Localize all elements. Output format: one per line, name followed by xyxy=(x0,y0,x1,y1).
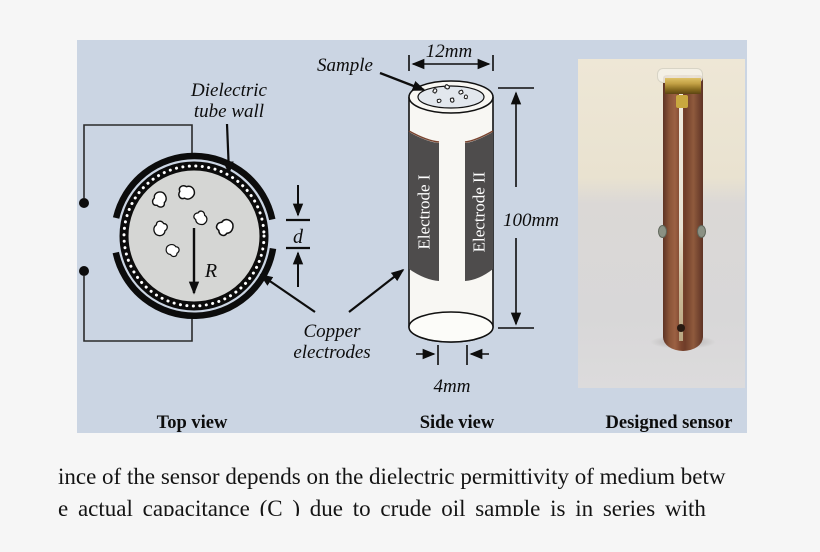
bottom-diameter-label: 4mm xyxy=(434,376,471,397)
tube-bottom-hole xyxy=(677,324,685,332)
figure-panel: R d Dielectric tube wall Copper electrod… xyxy=(77,40,747,433)
sensor-photo xyxy=(578,59,745,388)
tube-clip-right xyxy=(697,225,706,238)
top-diameter-label: 12mm xyxy=(426,41,472,62)
electrode-top-hairline xyxy=(408,130,494,143)
brass-connector xyxy=(676,95,688,108)
tube-slit xyxy=(679,89,683,341)
copper-label-line1: Copper xyxy=(304,321,362,342)
electrode-band-1 xyxy=(409,132,439,281)
copper-tube xyxy=(663,75,703,351)
body-text-line1: ince of the sensor depends on the dielec… xyxy=(58,464,726,489)
dielectric-leader-arrow xyxy=(223,123,234,175)
terminal-dot-bottom xyxy=(79,266,89,276)
electrode-2-label: Electrode II xyxy=(470,171,489,252)
side-view-caption: Side view xyxy=(420,413,495,433)
wire-top-electrode xyxy=(83,124,193,198)
dielectric-label-line2: tube wall xyxy=(194,101,264,122)
top-diameter-dimension: 12mm xyxy=(408,41,494,71)
copper-label-line2: electrodes xyxy=(293,342,370,363)
copper-electrode-arc-top xyxy=(112,152,276,221)
cylinder-top-opening xyxy=(417,85,485,109)
cylinder-bottom-face xyxy=(408,311,494,343)
figure-diagram: R d Dielectric tube wall Copper electrod… xyxy=(79,41,733,433)
designed-sensor-caption: Designed sensor xyxy=(606,413,733,433)
gap-dimension: d xyxy=(286,185,310,287)
radius-symbol: R xyxy=(204,260,217,282)
side-view-diagram: Electrode I Electrode II Sample xyxy=(317,41,559,433)
dielectric-ring-dots xyxy=(122,164,266,308)
top-view-caption: Top view xyxy=(157,413,228,433)
copper-leader-arrow-left xyxy=(259,274,316,313)
electrode-band-2 xyxy=(465,132,493,281)
copper-leader-arrow-right xyxy=(348,269,405,313)
top-view-diagram: R d Dielectric tube wall Copper electrod… xyxy=(79,80,405,433)
tube-clip-left xyxy=(658,225,667,238)
body-text-line2: e actual capacitance (C ) due to crude o… xyxy=(58,497,706,516)
sample-label: Sample xyxy=(317,55,373,76)
dielectric-label-line1: Dielectric xyxy=(190,80,268,101)
wire-bottom-electrode xyxy=(83,276,193,342)
bottom-diameter-dimension: 4mm xyxy=(416,345,489,397)
electrode-1-label: Electrode I xyxy=(415,174,434,249)
brass-band xyxy=(665,78,701,94)
gap-symbol: d xyxy=(293,226,304,248)
sample-leader-arrow xyxy=(379,71,426,92)
height-dimension: 100mm xyxy=(498,87,559,329)
height-label: 100mm xyxy=(503,210,559,231)
terminal-dot-top xyxy=(79,198,89,208)
